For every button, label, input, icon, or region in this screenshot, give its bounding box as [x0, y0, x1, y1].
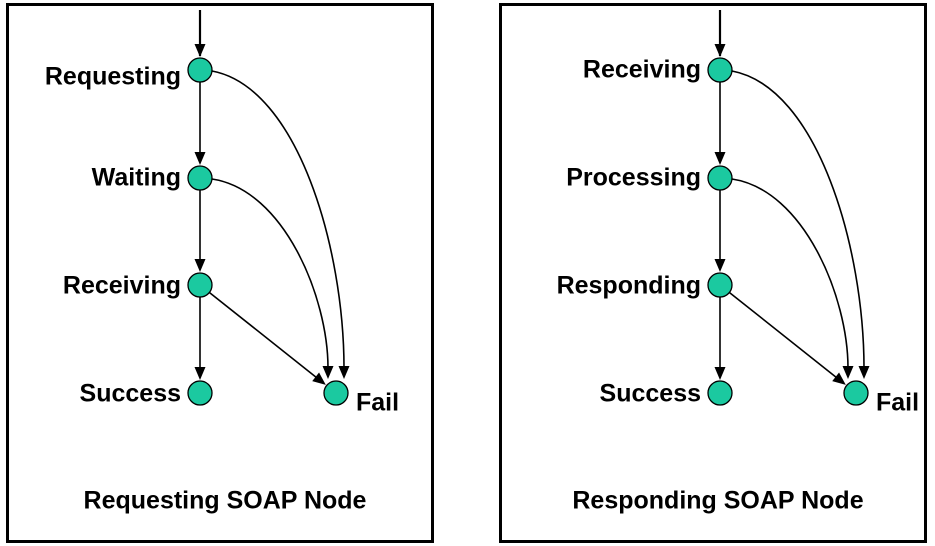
state-label-requesting: Requesting: [44, 62, 181, 91]
state-label-receiving: Receiving: [62, 271, 181, 300]
state-label-success: Success: [79, 379, 181, 408]
state-label-success: Success: [599, 379, 701, 408]
state-label-processing: Processing: [566, 163, 701, 192]
state-label-waiting: Waiting: [91, 163, 181, 192]
panel-caption-responding-soap-node: Responding SOAP Node: [572, 486, 864, 515]
panel-caption-requesting-soap-node: Requesting SOAP Node: [83, 486, 367, 515]
state-label-fail: Fail: [876, 388, 920, 417]
state-label-receiving: Receiving: [582, 55, 701, 84]
state-label-responding: Responding: [556, 271, 701, 300]
state-label-fail: Fail: [356, 388, 400, 417]
